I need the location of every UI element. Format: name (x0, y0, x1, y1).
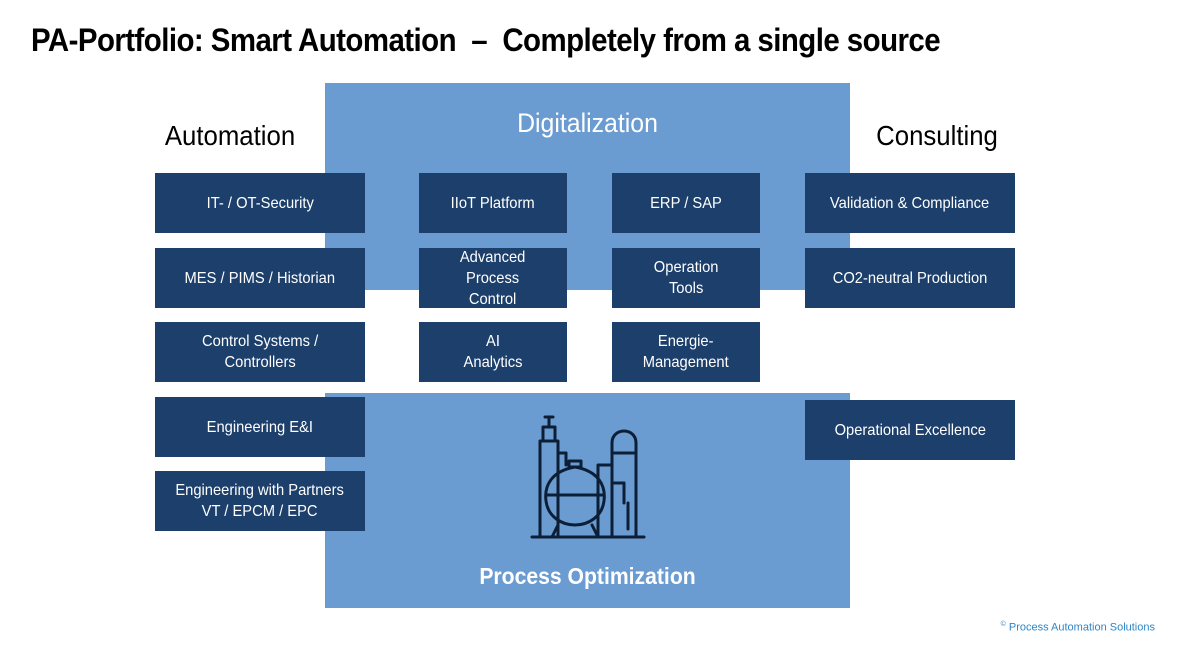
box-label: IT- / OT-Security (206, 194, 314, 212)
box-label: Energie- Management (643, 333, 729, 371)
box-validation-compliance: Validation & Compliance (805, 173, 1015, 233)
box-engineering-ei: Engineering E&I (155, 397, 365, 457)
process-optimization-label: Process Optimization (479, 563, 696, 589)
consulting-heading: Consulting (876, 120, 998, 151)
copyright-note: © Process Automation Solutions (1001, 621, 1155, 634)
page-title: PA-Portfolio: Smart Automation – Complet… (31, 22, 941, 58)
box-operation-tools: Operation Tools (612, 248, 760, 308)
process-optimization-panel (325, 393, 850, 608)
digitalization-panel (325, 83, 850, 290)
box-erp-sap: ERP / SAP (612, 173, 760, 233)
box-label: Advanced Process Control (460, 248, 526, 308)
box-operational-excellence: Operational Excellence (805, 400, 1015, 460)
box-label: AI Analytics (463, 333, 523, 371)
box-ai-analytics: AI Analytics (419, 322, 567, 382)
box-label: Engineering E&I (206, 418, 314, 436)
box-label: Validation & Compliance (830, 194, 990, 212)
box-label: Engineering with Partners VT / EPCM / EP… (175, 482, 345, 520)
box-mes-pims-historian: MES / PIMS / Historian (155, 248, 365, 308)
box-engineering-partners: Engineering with Partners VT / EPCM / EP… (155, 471, 365, 531)
box-control-systems: Control Systems / Controllers (155, 322, 365, 382)
automation-heading: Automation (164, 120, 296, 151)
box-label: ERP / SAP (650, 194, 722, 212)
box-co2-neutral-production: CO2-neutral Production (805, 248, 1015, 308)
box-it-ot-security: IT- / OT-Security (155, 173, 365, 233)
box-iiot-platform: IIoT Platform (419, 173, 567, 233)
box-label: Control Systems / Controllers (201, 333, 319, 371)
copyright-text: Process Automation Solutions (1005, 621, 1155, 634)
box-energie-management: Energie- Management (612, 322, 760, 382)
process-plant-icon (528, 413, 648, 541)
box-label: IIoT Platform (450, 194, 535, 212)
box-label: Operational Excellence (834, 421, 986, 439)
box-label: MES / PIMS / Historian (184, 269, 336, 287)
copyright-symbol: © (1000, 621, 1006, 628)
digitalization-label: Digitalization (517, 108, 658, 138)
box-label: CO2-neutral Production (832, 269, 988, 287)
box-label: Operation Tools (653, 259, 719, 297)
box-advanced-process-control: Advanced Process Control (419, 248, 567, 308)
